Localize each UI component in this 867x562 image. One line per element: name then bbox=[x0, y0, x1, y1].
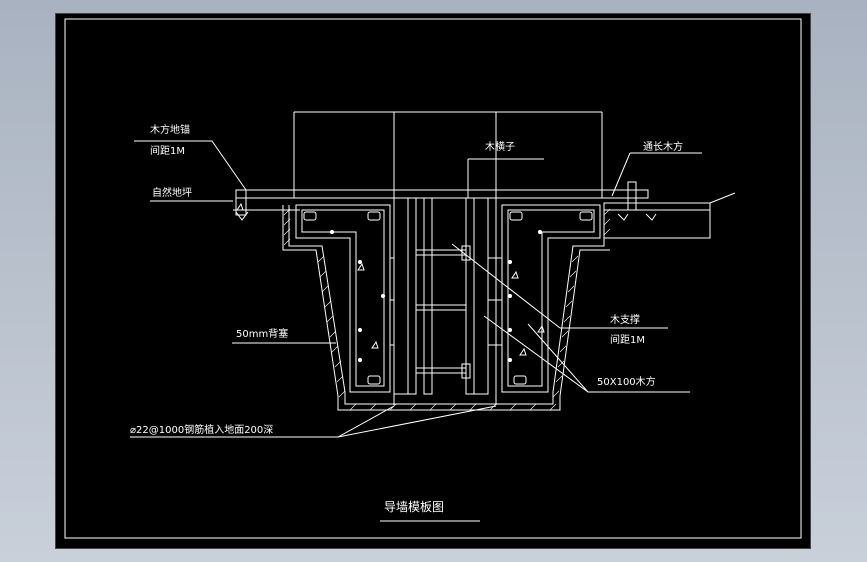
label-backfill: 50mm背塞 bbox=[236, 327, 288, 340]
wood-anchors bbox=[235, 181, 657, 221]
right-guide-wall bbox=[501, 204, 601, 393]
drawing-title: 导墙模板图 bbox=[384, 500, 444, 514]
inner-formwork bbox=[390, 197, 502, 395]
label-wood-brace: 木横子 bbox=[485, 140, 515, 153]
leader-lines bbox=[130, 140, 702, 522]
drawing-canvas bbox=[55, 13, 811, 549]
label-wood-anchor-spacing: 间距1M bbox=[150, 144, 185, 157]
label-wood-anchor: 木方地锚 bbox=[150, 123, 190, 136]
label-timber-size: 50X100木方 bbox=[597, 375, 656, 388]
label-natural-ground: 自然地坪 bbox=[152, 186, 192, 199]
label-wood-support-spacing: 间距1M bbox=[610, 333, 645, 346]
trench-outline bbox=[282, 205, 610, 411]
drawing-border bbox=[64, 18, 802, 539]
label-rebar-note: ⌀22@1000钢筋植入地面200深 bbox=[130, 423, 273, 436]
trench-hatch bbox=[283, 208, 611, 411]
label-wood-support: 木支撑 bbox=[610, 313, 640, 326]
ground-planks bbox=[233, 189, 736, 239]
left-guide-wall bbox=[295, 204, 391, 393]
label-long-timber: 通长木方 bbox=[643, 140, 683, 153]
